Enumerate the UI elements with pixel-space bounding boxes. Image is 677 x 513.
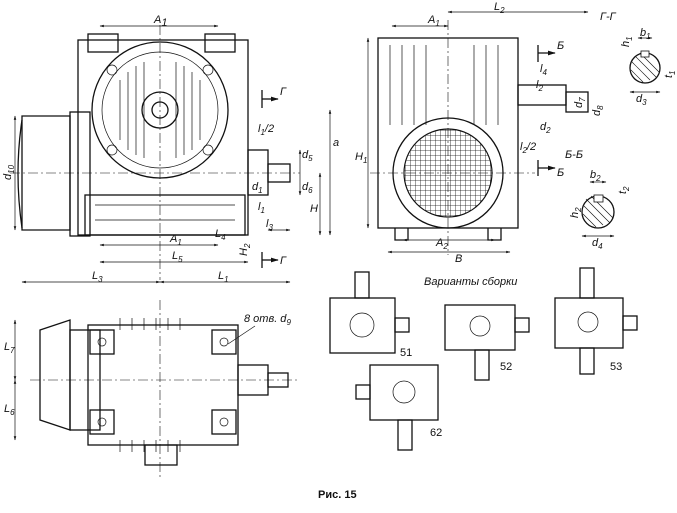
side-view: A1 L2 H1 A2 B l4 l2 d7 d8 d2 l2/2 Б Б	[355, 1, 605, 265]
variant-label-51: 51	[400, 347, 412, 359]
top-lug-right	[204, 33, 236, 53]
dim-a1-top: A1	[153, 14, 167, 29]
top-lug-left	[87, 33, 119, 53]
section-b-b: Б-Б b2 t2 h2 d4	[565, 149, 631, 251]
dim-l2-2: l2/2	[520, 141, 536, 155]
dim-h1: H1	[355, 151, 367, 165]
dim-l5: L5	[172, 250, 183, 264]
plan-housing	[87, 324, 239, 446]
dim-d8: d8	[591, 105, 605, 116]
section-g-title: Г-Г	[600, 11, 617, 23]
dim-d7: d7	[573, 97, 587, 108]
dim-d3: d3	[636, 93, 647, 107]
dim-l2: L2	[494, 1, 505, 15]
dim-l4: L4	[215, 228, 226, 242]
section-g-g: Г-Г b1 h1 t1 d3	[600, 11, 677, 107]
dim-a1-bottom: A1	[169, 233, 182, 247]
dim-h: H	[310, 203, 318, 215]
figure-caption: Рис. 15	[318, 489, 357, 501]
gearbox-base	[84, 194, 246, 236]
holes-note: 8 отв. d9	[244, 313, 291, 327]
side-shaft-end	[565, 91, 589, 113]
front-view: A1 d10 a H A1 L5 L3 L1 l3 d5 d6 l1/2 d1 …	[2, 14, 339, 284]
motor-flange	[69, 111, 91, 237]
dim-t2: t2	[617, 186, 631, 194]
dim-h1-sect: h1	[620, 36, 634, 47]
variant-53: 53	[554, 267, 638, 375]
plan-motor-end	[39, 319, 71, 431]
dim-d4: d4	[592, 237, 603, 251]
plan-mount-pads	[89, 329, 237, 435]
dim-d2: d2	[540, 121, 551, 135]
dim-d10: d10	[2, 164, 16, 180]
section-mark-g-top: Г	[280, 86, 287, 98]
dim-d1: d1	[252, 181, 263, 195]
section-mark-g-bottom: Г	[280, 255, 287, 267]
dim-d6: d6	[302, 181, 313, 195]
motor-end-curve	[17, 119, 23, 229]
section-mark-b-top: Б	[557, 40, 564, 52]
section-b-title: Б-Б	[565, 149, 583, 161]
dim-l1-2: l1/2	[258, 123, 274, 137]
variant-label-52: 52	[500, 361, 512, 373]
variant-label-53: 53	[610, 361, 622, 373]
dim-a: a	[333, 137, 339, 149]
dim-d5: d5	[302, 149, 313, 163]
side-fins	[389, 45, 499, 125]
dim-l3-shaft: l3	[266, 218, 273, 232]
assembly-variants: Варианты сборки 51 52 53	[329, 267, 638, 451]
dim-b: B	[455, 253, 462, 265]
variant-62: 62	[355, 364, 442, 451]
input-shaft	[267, 163, 291, 183]
housing-bolts	[106, 64, 214, 156]
dim-b2: b2	[590, 169, 601, 183]
dim-l1: l1	[258, 201, 265, 215]
dim-a2: A2	[435, 237, 448, 251]
plan-view: L7 L6 8 отв. d9	[4, 300, 300, 480]
dim-l3: L3	[92, 270, 103, 284]
dim-a1-side: A1	[427, 14, 440, 28]
dim-t1: t1	[663, 70, 677, 78]
dim-b1: b1	[640, 27, 651, 41]
cooling-fins	[119, 62, 201, 158]
plan-fins	[119, 318, 181, 452]
assembly-title: Варианты сборки	[424, 276, 517, 288]
dim-l1: L1	[218, 270, 229, 284]
plan-output-shaft	[144, 444, 178, 466]
dim-l4-side: l4	[540, 63, 547, 77]
dim-h2: H2	[238, 243, 252, 256]
dim-h2-sect: h2	[569, 207, 583, 218]
dim-l7: L7	[4, 341, 15, 355]
variant-label-62: 62	[430, 427, 442, 439]
dim-l6: L6	[4, 403, 15, 417]
variant-51: 51	[329, 271, 412, 359]
dim-l2-side: l2	[536, 79, 543, 93]
section-mark-b-bottom: Б	[557, 167, 564, 179]
section-g-shaft	[629, 52, 661, 84]
variant-52: 52	[444, 304, 530, 381]
